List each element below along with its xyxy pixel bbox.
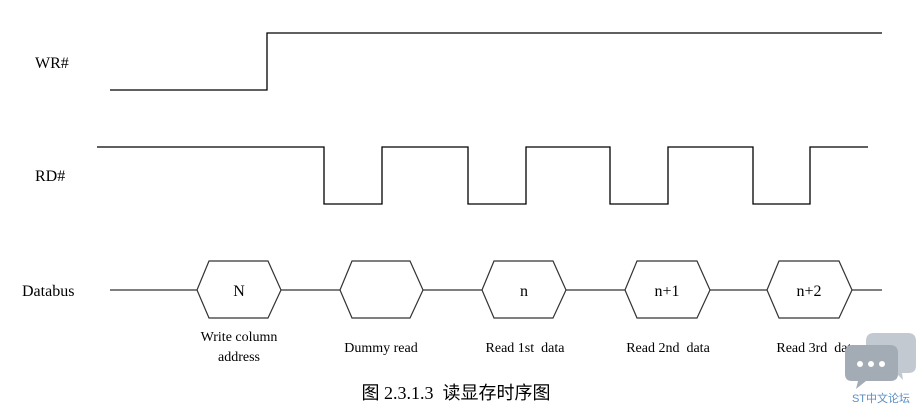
- databus-cell-read-3: [766, 260, 853, 319]
- phase-label: Read 2nd data: [626, 341, 710, 356]
- rd-waveform: [97, 146, 868, 205]
- phase-label: address: [218, 350, 260, 365]
- chat-bubble-icon: [845, 333, 916, 389]
- databus-waveform: N n n+1 n+2: [110, 260, 882, 319]
- figure-caption: 图 2.3.1.3 读显存时序图: [362, 383, 551, 403]
- wr-waveform: [110, 32, 882, 91]
- phase-label: Read 3rd data: [776, 341, 858, 356]
- databus-cell-read-1: [481, 260, 567, 319]
- watermark: ST中文论坛: [845, 333, 916, 405]
- phase-label: Read 1st data: [486, 341, 566, 356]
- databus-cell-label: n+2: [796, 283, 821, 300]
- databus-cell-dummy: [339, 260, 424, 319]
- databus-cell-write-address: [196, 260, 282, 319]
- databus-signal-label: Databus: [22, 283, 74, 300]
- databus-cell-label: n+1: [654, 283, 679, 300]
- databus-cell-label: n: [520, 283, 528, 300]
- phase-labels: Write column address Dummy read Read 1st…: [201, 330, 859, 365]
- rd-signal-label: RD#: [35, 168, 65, 185]
- phase-label: Dummy read: [344, 341, 417, 356]
- databus-cell-read-2: [624, 260, 711, 319]
- phase-label: Write column: [201, 330, 278, 345]
- databus-cell-label: N: [233, 283, 245, 300]
- wr-signal-label: WR#: [35, 55, 69, 72]
- watermark-text: ST中文论坛: [852, 391, 910, 405]
